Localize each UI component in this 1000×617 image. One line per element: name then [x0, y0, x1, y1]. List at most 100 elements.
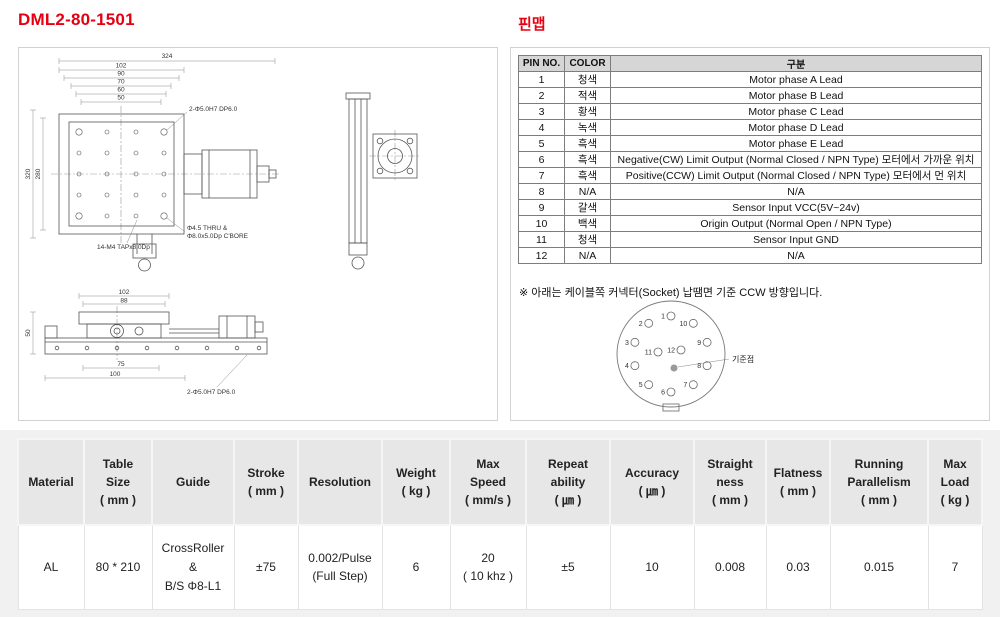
dimension-texts: 324 102 90 70 60 50 320 280 102 88 75 10… — [25, 53, 173, 378]
note-tap-holes: 14-M4 TAPx8.0Dp — [97, 244, 150, 251]
side-view — [345, 92, 418, 270]
dim-height-2: 280 — [35, 168, 42, 179]
spec-section: Material Table Size ( mm ) Guide Stroke … — [0, 430, 1000, 617]
pin-number: 11 — [645, 350, 652, 357]
spec-header-row: Material Table Size ( mm ) Guide Stroke … — [17, 438, 983, 526]
pin-no: 3 — [518, 103, 565, 120]
spec-header-table-size: Table Size ( mm ) — [83, 438, 153, 526]
spec-header-resolution: Resolution — [297, 438, 383, 526]
pin-desc: Negative(CW) Limit Output (Normal Closed… — [610, 151, 982, 168]
dim-bv-top-1: 102 — [119, 289, 130, 296]
pin-color: 흑색 — [564, 167, 611, 184]
dim-bv-top-2: 88 — [120, 298, 128, 305]
pin-number: 9 — [697, 340, 701, 347]
spec-header-max-load: Max Load ( kg ) — [927, 438, 983, 526]
spec-value-material: AL — [17, 524, 85, 610]
spec-header-running-parallelism: Running Parallelism ( mm ) — [829, 438, 929, 526]
spec-header-accuracy: Accuracy ( ㎛ ) — [609, 438, 695, 526]
spec-table: Material Table Size ( mm ) Guide Stroke … — [17, 438, 983, 610]
pin-no: 8 — [518, 183, 565, 200]
dimension-lines — [30, 58, 276, 388]
pin-desc: Motor phase A Lead — [610, 71, 982, 88]
pin-no: 1 — [518, 71, 565, 88]
color-header: COLOR — [564, 55, 611, 72]
pin-desc: Motor phase C Lead — [610, 103, 982, 120]
pin-table-header-row: PIN NO. COLOR 구분 — [518, 55, 982, 72]
pin-color: N/A — [564, 247, 611, 264]
pin-no: 12 — [518, 247, 565, 264]
dim-bv-left: 50 — [25, 329, 32, 337]
spec-header-flatness: Flatness ( mm ) — [765, 438, 831, 526]
pin-color: 갈색 — [564, 199, 611, 216]
spec-header-material: Material — [17, 438, 85, 526]
reference-point-label: 기준점 — [732, 354, 754, 364]
spec-header-max-speed: Max Speed ( mm/s ) — [449, 438, 527, 526]
spec-value-guide: CrossRoller & B/S Φ8-L1 — [151, 524, 235, 610]
pin-number: 5 — [639, 382, 643, 389]
note-cbore-line2: Φ8.0x5.0Dp C'BORE — [187, 233, 249, 240]
pin-number: 8 — [697, 363, 701, 370]
dim-overall-length: 324 — [162, 53, 173, 60]
spec-value-stroke: ±75 — [233, 524, 299, 610]
pin-no: 4 — [518, 119, 565, 136]
connector-body — [616, 300, 726, 412]
dim-width-3: 70 — [117, 79, 125, 86]
pin-desc: Positive(CCW) Limit Output (Normal Close… — [610, 167, 982, 184]
connector-note: ※ 아래는 케이블쪽 커넥터(Socket) 납땜면 기준 CCW 방향입니다. — [519, 287, 823, 299]
dim-width-5: 50 — [117, 95, 125, 102]
note-pin-holes: 2-Φ5.0H7 DP6.0 — [189, 106, 238, 113]
dim-width-4: 60 — [117, 87, 125, 94]
dim-width-1: 102 — [116, 63, 127, 70]
pin-desc: Motor phase D Lead — [610, 119, 982, 136]
pinmap-title: 핀맵 — [518, 16, 546, 33]
dim-bv-bottom-1: 75 — [117, 361, 125, 368]
engineering-drawing: 324 102 90 70 60 50 320 280 102 88 75 10… — [25, 53, 421, 396]
drawing-panel: 324 102 90 70 60 50 320 280 102 88 75 10… — [18, 47, 498, 421]
pin-no: 6 — [518, 151, 565, 168]
spec-value-max-speed: 20 ( 10 khz ) — [449, 524, 527, 610]
dim-height-1: 320 — [25, 168, 32, 179]
spec-value-max-load: 7 — [927, 524, 983, 610]
pin-no: 5 — [518, 135, 565, 152]
pin-color: 청색 — [564, 71, 611, 88]
pin-color: 흑색 — [564, 135, 611, 152]
pin-no: 11 — [518, 231, 565, 248]
connector-pins — [630, 311, 712, 397]
reference-pin-dot — [670, 364, 678, 372]
connector-pin-numbers: 1 2 3 4 5 6 7 8 9 10 11 12 — [625, 314, 701, 397]
pin-number: 10 — [680, 321, 688, 328]
pin-no-header: PIN NO. — [518, 55, 565, 72]
spec-header-weight: Weight ( kg ) — [381, 438, 451, 526]
pin-desc: N/A — [610, 183, 982, 200]
pin-desc: Motor phase B Lead — [610, 87, 982, 104]
hole-pattern — [75, 128, 168, 220]
spec-value-table-size: 80 * 210 — [83, 524, 153, 610]
spec-value-running-parallelism: 0.015 — [829, 524, 929, 610]
spec-header-repeatability: Repeat ability ( ㎛ ) — [525, 438, 611, 526]
pin-no: 9 — [518, 199, 565, 216]
pin-desc: Sensor Input VCC(5V~24v) — [610, 199, 982, 216]
pin-desc: N/A — [610, 247, 982, 264]
leader-notes: 2-Φ5.0H7 DP6.0 14-M4 TAPx8.0Dp Φ4.5 THRU… — [97, 106, 249, 396]
pin-number: 4 — [625, 363, 629, 370]
pin-color: 흑색 — [564, 151, 611, 168]
note-cbore-line1: Φ4.5 THRU & — [187, 225, 228, 232]
description-header: 구분 — [610, 55, 982, 72]
spec-value-repeatability: ±5 — [525, 524, 611, 610]
pin-number: 7 — [683, 382, 687, 389]
pin-color: 녹색 — [564, 119, 611, 136]
